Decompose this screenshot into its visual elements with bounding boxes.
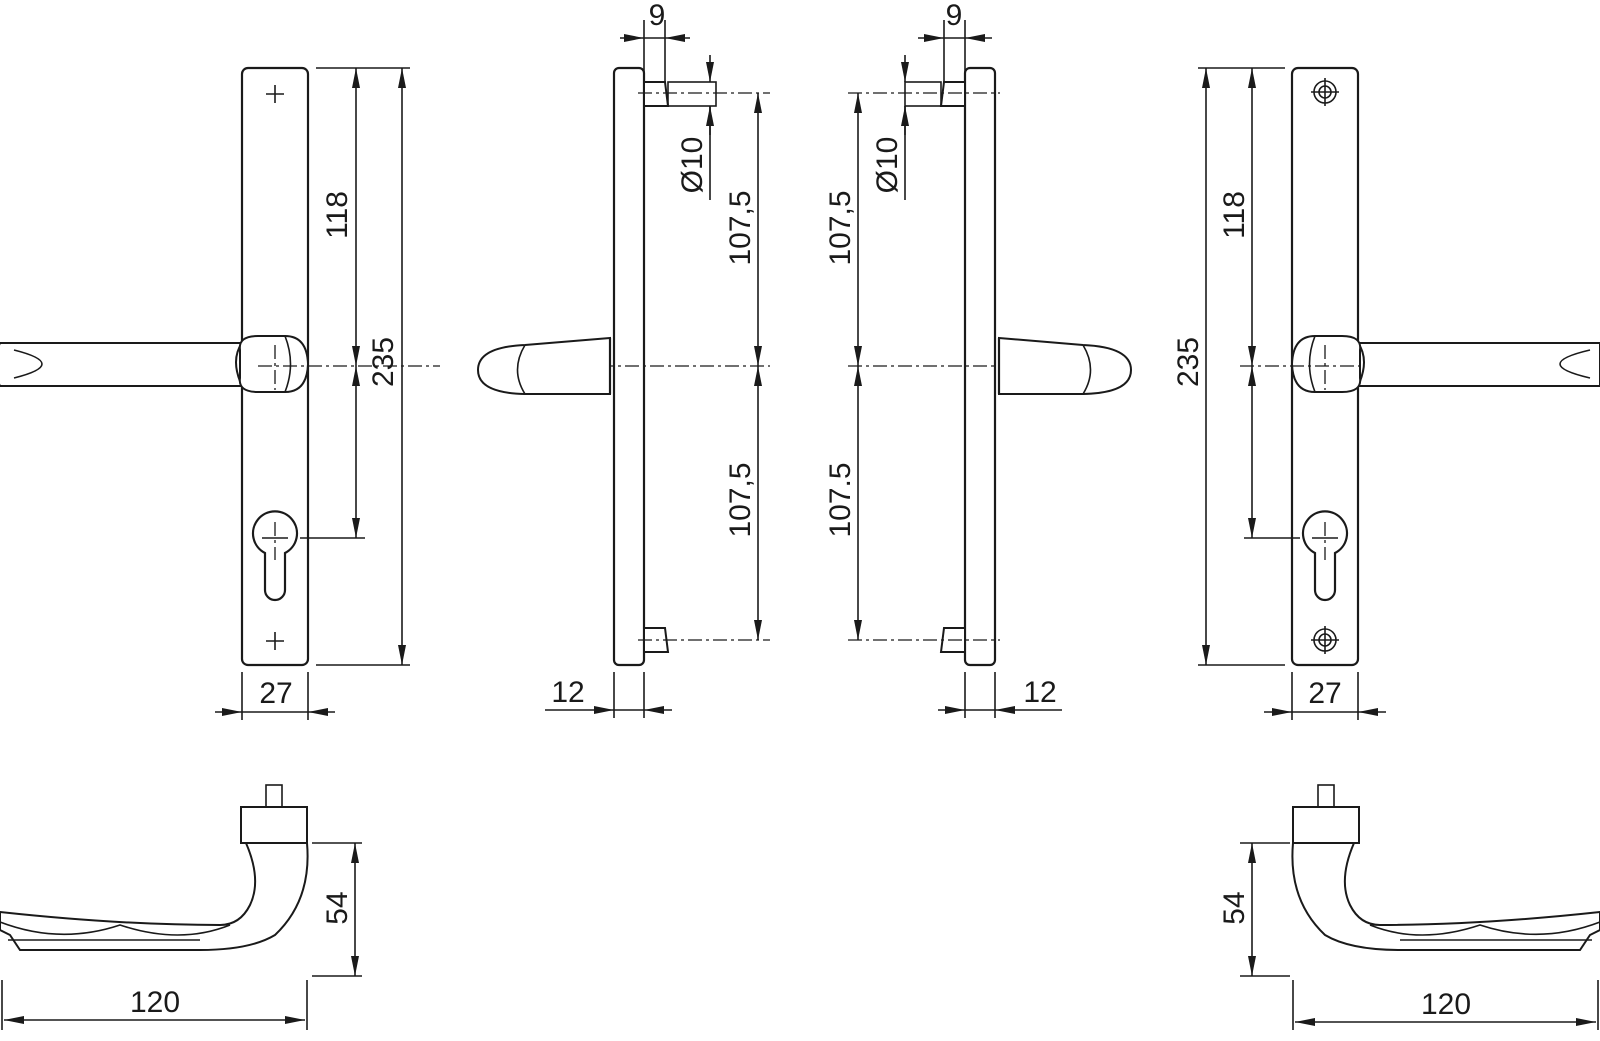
lever-profile: [1291, 842, 1600, 951]
rose-ring: [1292, 806, 1360, 844]
screw-mark-top: [266, 85, 284, 103]
right-front-view: 118 235 27: [1172, 66, 1600, 720]
lever-handle: [1356, 342, 1600, 387]
right-top-view: 54 120: [1218, 784, 1600, 1030]
dim-lever-height: 54: [1218, 891, 1251, 924]
lever-handle: [0, 342, 244, 387]
backplate-side: [963, 66, 997, 667]
dim-plate-width: 27: [259, 677, 292, 710]
dim-plate-depth: 12: [551, 676, 584, 709]
right-side-view: 9 Ø10 107,5 107.5 12: [824, 0, 1133, 718]
lever-side: [476, 336, 611, 395]
screw-hole-bottom: [1311, 626, 1339, 654]
left-side-view: 9 Ø10 107,5 107,5 12: [476, 0, 770, 718]
spindle-square: [1317, 784, 1335, 808]
rose-ring: [240, 806, 308, 844]
dim-upper-half: 107,5: [724, 190, 757, 265]
dim-plate-depth: 12: [1023, 676, 1056, 709]
dim-lower-half: 107,5: [724, 462, 757, 537]
dim-stud-offset: 9: [649, 0, 666, 32]
dim-diameter: Ø10: [676, 137, 709, 194]
screw-mark-bottom: [266, 632, 284, 650]
screw-hole-top: [1311, 78, 1339, 106]
lever-rose: [1290, 335, 1362, 393]
dim-lever-length: 120: [130, 986, 180, 1019]
dim-total-height: 235: [367, 337, 400, 387]
dim-lever-height: 54: [321, 891, 354, 924]
cylinder-cutout: [1301, 510, 1349, 602]
dim-diameter: Ø10: [871, 137, 904, 194]
lever-profile: [0, 842, 309, 951]
top-stud: [643, 81, 670, 107]
spindle-square: [265, 784, 283, 808]
dim-total-height: 235: [1172, 337, 1205, 387]
dim-lever-length: 120: [1421, 988, 1471, 1021]
top-stud: [939, 81, 966, 107]
dim-spindle-to-cylinder: 118: [1218, 191, 1251, 239]
screw-pin: [904, 81, 942, 107]
screw-pin: [667, 81, 717, 107]
dim-lower-half: 107.5: [824, 462, 857, 537]
left-top-view: 54 120: [0, 784, 362, 1030]
dim-upper-half: 107,5: [824, 190, 857, 265]
dim-spindle-to-cylinder: 118: [321, 191, 354, 239]
dim-plate-width: 27: [1308, 677, 1341, 710]
dim-stud-offset: 9: [946, 0, 963, 32]
lever-rose: [238, 335, 310, 393]
left-front-view: 118 235 27: [0, 66, 440, 720]
cylinder-cutout: [251, 510, 299, 602]
lever-side: [998, 336, 1133, 395]
